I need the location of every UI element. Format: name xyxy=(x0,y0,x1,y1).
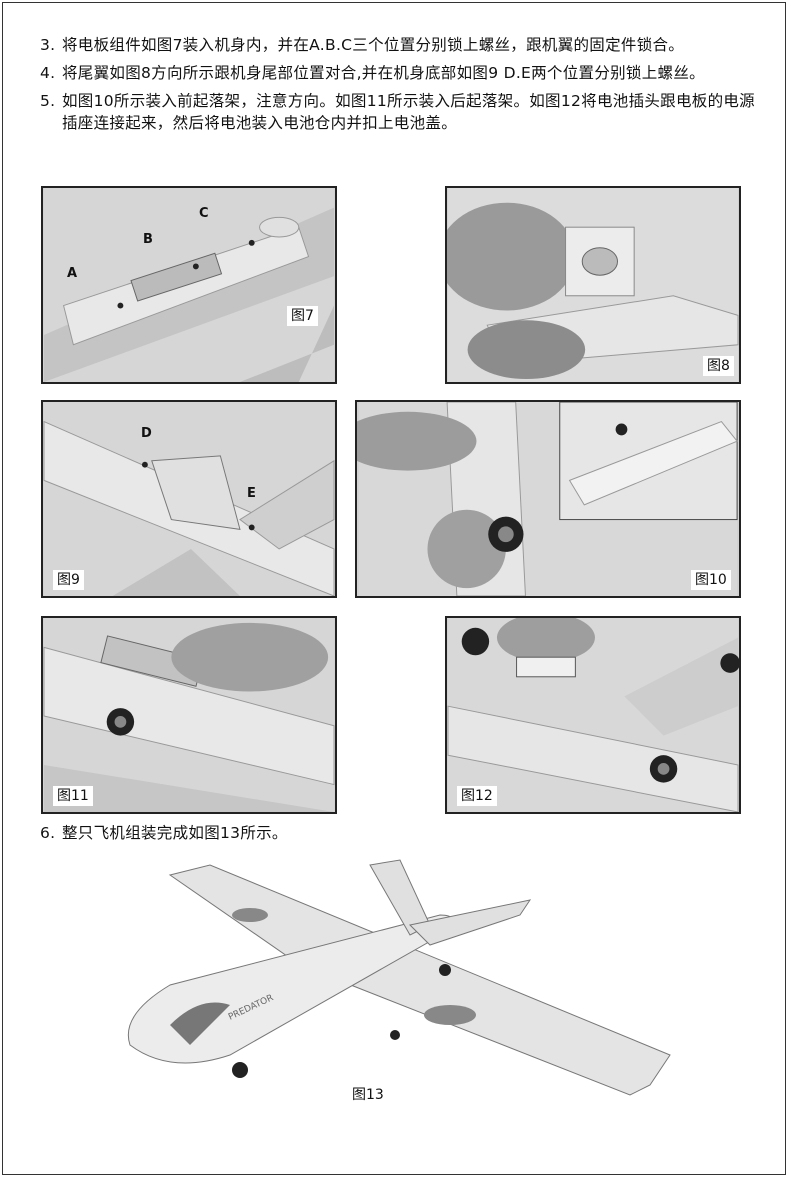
figure-caption: 图13 xyxy=(352,1087,384,1103)
step-number: 5. xyxy=(40,92,56,110)
rear-landing-gear-illustration xyxy=(43,618,335,812)
step-text: 将电板组件如图7装入机身内，并在A.B.C三个位置分别锁上螺丝，跟机翼的固定件锁… xyxy=(62,36,685,54)
front-landing-gear-illustration xyxy=(357,402,738,596)
figure-caption: 图8 xyxy=(703,356,734,376)
step-text: 将尾翼如图8方向所示跟机身尾部位置对合,并在机身底部如图9 D.E两个位置分别锁… xyxy=(62,64,705,82)
step-number: 6. xyxy=(40,824,56,842)
point-b-label: B xyxy=(143,232,153,247)
figure-7: A B C 图7 xyxy=(41,186,337,384)
point-e-label: E xyxy=(247,486,256,501)
completed-plane-illustration: PREDATOR xyxy=(127,859,671,1096)
figure-caption: 图10 xyxy=(691,570,731,590)
point-c-label: C xyxy=(199,206,209,221)
step-3: 3. 将电板组件如图7装入机身内，并在A.B.C三个位置分别锁上螺丝，跟机翼的固… xyxy=(40,34,770,56)
fuselage-illustration xyxy=(43,188,335,382)
step-text: 整只飞机组装完成如图13所示。 xyxy=(62,824,288,842)
step-6: 6. 整只飞机组装完成如图13所示。 xyxy=(40,822,288,844)
step-number: 3. xyxy=(40,36,56,54)
step-number: 4. xyxy=(40,64,56,82)
figure-13: PREDATOR xyxy=(110,855,700,1105)
instruction-steps: 3. 将电板组件如图7装入机身内，并在A.B.C三个位置分别锁上螺丝，跟机翼的固… xyxy=(40,34,770,140)
figure-10: 图10 xyxy=(355,400,741,598)
figure-8: 图8 xyxy=(445,186,741,384)
figure-9: D E 图9 xyxy=(41,400,337,598)
step-5: 5. 如图10所示装入前起落架，注意方向。如图11所示装入后起落架。如图12将电… xyxy=(40,90,770,134)
tail-assembly-illustration xyxy=(447,188,739,382)
step-4: 4. 将尾翼如图8方向所示跟机身尾部位置对合,并在机身底部如图9 D.E两个位置… xyxy=(40,62,770,84)
step-text: 如图10所示装入前起落架，注意方向。如图11所示装入后起落架。如图12将电池插头… xyxy=(62,92,755,132)
battery-install-illustration xyxy=(447,618,739,812)
figure-caption: 图7 xyxy=(287,306,318,326)
figure-caption: 图9 xyxy=(53,570,84,590)
fuselage-bottom-illustration xyxy=(43,402,335,596)
figure-11: 图11 xyxy=(41,616,337,814)
figure-caption: 图11 xyxy=(53,786,93,806)
point-a-label: A xyxy=(67,266,78,281)
figure-caption: 图12 xyxy=(457,786,497,806)
point-d-label: D xyxy=(141,426,152,441)
figure-12: 图12 xyxy=(445,616,741,814)
